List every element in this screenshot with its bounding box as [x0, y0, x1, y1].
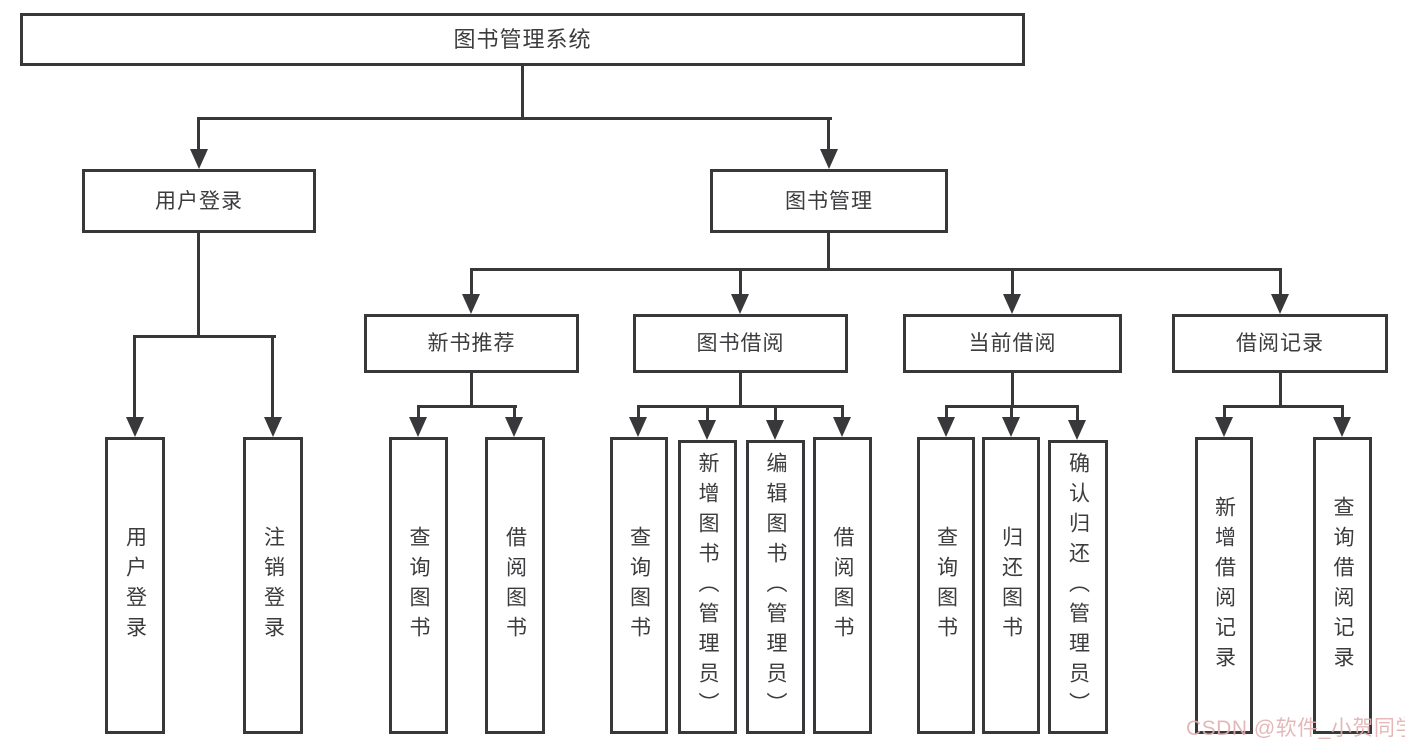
connector-line — [827, 231, 830, 270]
node-user-login: 用户登录 — [82, 169, 316, 233]
connector-line — [470, 371, 473, 407]
csdn-watermark: CSDN @软件_小贺同学 — [1186, 717, 1405, 740]
leaf-label: 新增借阅记录 — [1212, 495, 1236, 676]
leaf-label: 用户登录 — [123, 525, 147, 646]
leaf-label: 查询借阅记录 — [1331, 495, 1354, 676]
connector-line — [521, 64, 524, 119]
connector-line — [1279, 371, 1282, 407]
connector-line — [470, 268, 1282, 271]
connector-line — [1011, 371, 1014, 407]
leaf-current-return-books: 归还图书 — [982, 437, 1040, 734]
connector-line — [1076, 405, 1079, 422]
node-new-book-recommend: 新书推荐 — [364, 314, 579, 373]
arrow-down-icon — [766, 420, 784, 440]
connector-line — [637, 405, 640, 419]
arrow-down-icon — [1271, 294, 1289, 314]
arrow-down-icon — [1002, 417, 1020, 437]
leaf-label: 查询图书 — [407, 525, 430, 646]
leaf-newrec-query-books: 查询图书 — [389, 437, 448, 734]
leaf-label: 借阅图书 — [503, 525, 527, 646]
connector-line — [739, 371, 742, 407]
connector-line — [1010, 405, 1013, 419]
arrow-down-icon — [409, 417, 427, 437]
connector-line — [197, 117, 200, 151]
leaf-label: 查询图书 — [934, 525, 958, 646]
node-current-borrowing: 当前借阅 — [903, 314, 1122, 373]
connector-line — [197, 231, 200, 337]
arrow-down-icon — [1215, 417, 1233, 437]
leaf-label: 注销登录 — [261, 525, 285, 646]
connector-line — [470, 268, 473, 296]
connector-line — [774, 405, 777, 422]
node-book-borrowing: 图书借阅 — [633, 314, 848, 373]
node-book-management-system: 图书管理系统 — [20, 13, 1025, 66]
leaf-borrow-query-books: 查询图书 — [610, 437, 668, 734]
arrow-down-icon — [698, 420, 716, 440]
node-label: 图书借阅 — [696, 332, 785, 355]
leaf-records-query-record: 查询借阅记录 — [1313, 437, 1372, 734]
connector-line — [513, 405, 516, 419]
connector-line — [739, 268, 742, 296]
arrow-down-icon — [462, 294, 480, 314]
leaf-borrow-borrow-books: 借阅图书 — [813, 437, 872, 734]
leaf-borrow-edit-books-admin: 编辑图书（管理员） — [746, 440, 805, 734]
leaf-logout: 注销登录 — [243, 437, 303, 734]
connector-line — [197, 117, 832, 120]
arrow-down-icon — [731, 294, 749, 314]
arrow-down-icon — [1003, 294, 1021, 314]
arrow-down-icon — [1333, 417, 1351, 437]
arrow-down-icon — [820, 149, 838, 169]
arrow-down-icon — [629, 417, 647, 437]
connector-line — [1279, 268, 1282, 296]
connector-line — [1011, 268, 1014, 296]
node-label: 新书推荐 — [427, 332, 516, 355]
arrow-down-icon — [1068, 420, 1086, 440]
connector-line — [637, 405, 843, 408]
leaf-label: 查询图书 — [627, 525, 651, 646]
arrow-down-icon — [264, 417, 282, 437]
leaf-user-login: 用户登录 — [105, 437, 165, 734]
connector-line — [1341, 405, 1344, 419]
connector-line — [706, 405, 709, 422]
arrow-down-icon — [190, 149, 208, 169]
connector-line — [1223, 405, 1226, 419]
leaf-newrec-borrow-books: 借阅图书 — [485, 437, 545, 734]
node-label: 当前借阅 — [968, 332, 1057, 355]
leaf-borrow-add-books-admin: 新增图书（管理员） — [678, 440, 737, 734]
connector-line — [945, 405, 948, 419]
node-label: 图书管理 — [785, 189, 873, 213]
leaf-records-add-record: 新增借阅记录 — [1195, 437, 1253, 734]
node-borrowing-records: 借阅记录 — [1172, 314, 1388, 373]
leaf-label: 借阅图书 — [831, 525, 854, 646]
connector-line — [417, 405, 420, 419]
arrow-down-icon — [505, 417, 523, 437]
node-label: 借阅记录 — [1236, 332, 1324, 355]
node-book-management: 图书管理 — [710, 169, 948, 233]
arrow-down-icon — [126, 417, 144, 437]
node-label: 图书管理系统 — [453, 26, 592, 52]
leaf-label: 确认归还（管理员） — [1066, 452, 1090, 722]
node-label: 用户登录 — [155, 189, 243, 213]
connector-line — [133, 335, 136, 419]
connector-line — [417, 405, 517, 408]
arrow-down-icon — [833, 417, 851, 437]
connector-line — [841, 405, 844, 419]
leaf-label: 编辑图书（管理员） — [764, 452, 787, 722]
connector-line — [827, 117, 830, 151]
leaf-label: 归还图书 — [999, 525, 1023, 646]
arrow-down-icon — [937, 417, 955, 437]
leaf-current-confirm-return-admin: 确认归还（管理员） — [1048, 440, 1108, 734]
connector-line — [1223, 405, 1344, 408]
connector-line — [133, 335, 276, 338]
connector-line — [271, 335, 274, 419]
leaf-current-query-books: 查询图书 — [917, 437, 975, 734]
leaf-label: 新增图书（管理员） — [696, 452, 719, 722]
